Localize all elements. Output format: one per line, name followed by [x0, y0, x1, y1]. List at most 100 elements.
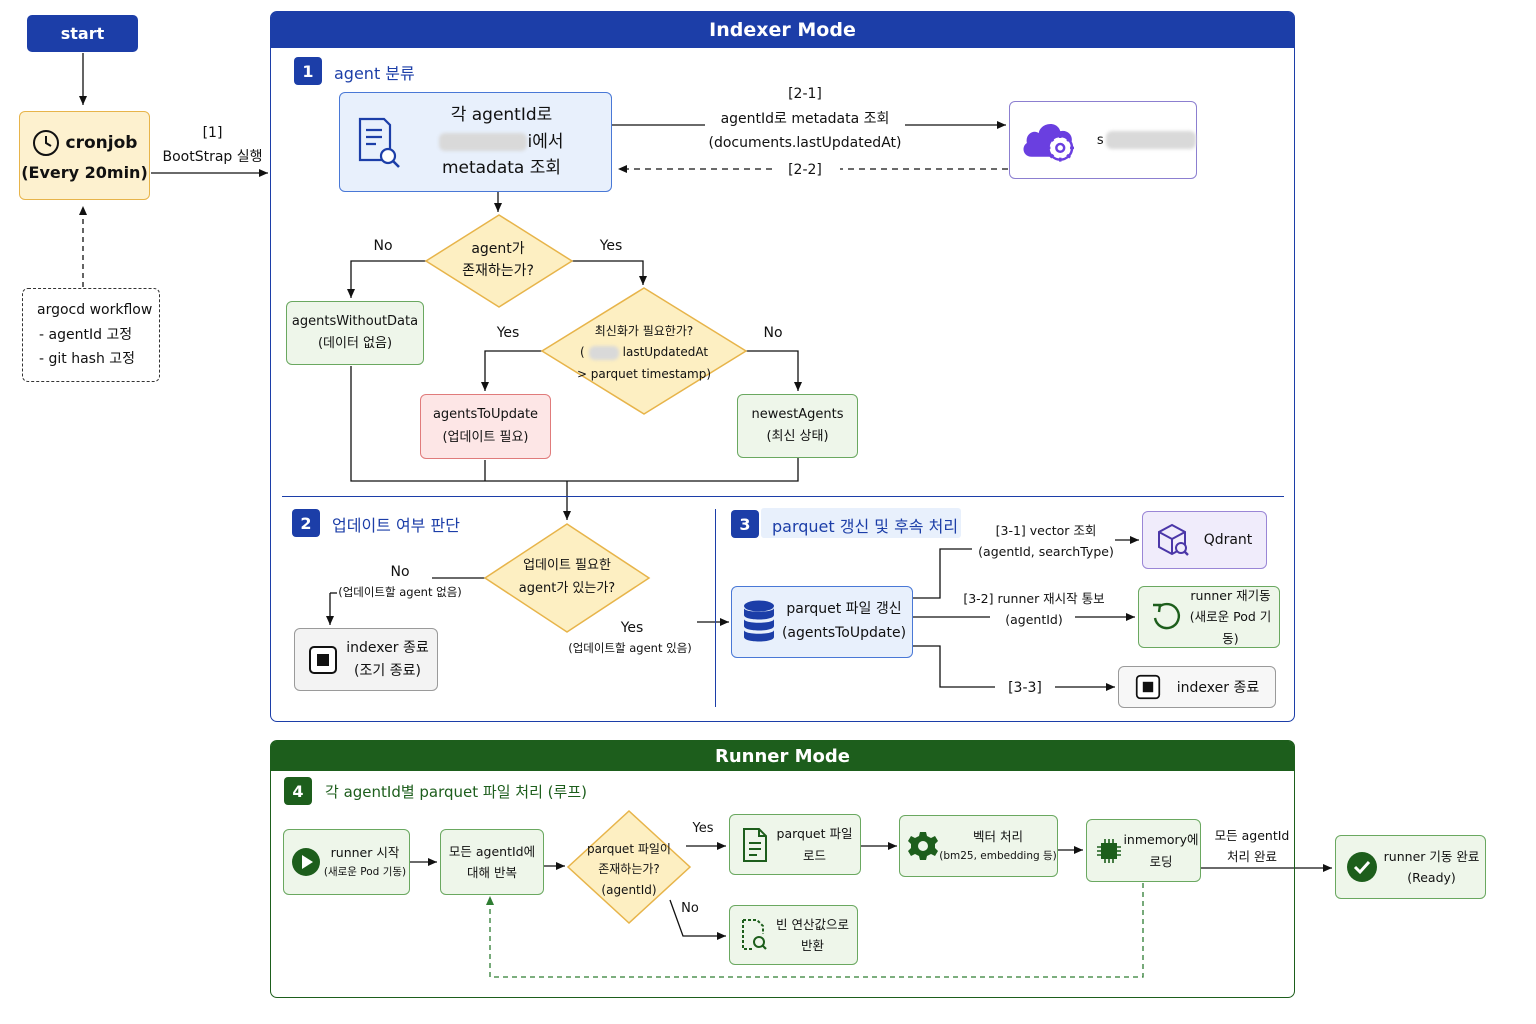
inmem-line2: 로딩 — [1149, 853, 1173, 869]
edge-3-1 — [913, 540, 1139, 599]
argocd-githash: - git hash 고정 — [39, 351, 136, 367]
decision-parquet-exists — [566, 809, 692, 925]
loop-node: 모든 agentId에 대해 반복 — [440, 829, 544, 895]
runner-mode-header: Runner Mode — [271, 741, 1294, 771]
decision-any-update — [483, 523, 651, 633]
runner-restart-line1: runner 재기동 — [1190, 588, 1271, 604]
d3-line1: 업데이트 필요한 — [523, 558, 611, 573]
external-service-prefix: s — [1096, 132, 1104, 148]
d3-yes-note: (업데이트할 agent 있음) — [568, 641, 692, 655]
section-divider-h — [282, 496, 1284, 497]
bootstrap-tag: [1] — [202, 125, 223, 141]
d2-line3: > parquet timestamp) — [576, 366, 712, 381]
empty-line2: 반환 — [800, 938, 824, 953]
section-divider-v — [715, 509, 716, 707]
qdrant-label: Qdrant — [1203, 532, 1253, 548]
edge-loop-back — [486, 883, 1144, 978]
edge-3-3 — [913, 645, 1115, 687]
d3-no-note: (업데이트할 agent 없음) — [338, 585, 462, 599]
d3-no-label: No — [390, 564, 410, 580]
document-icon — [743, 827, 767, 862]
redacted-source — [439, 132, 528, 151]
redacted-field — [588, 345, 619, 360]
d1-line2: 존재하는가? — [462, 263, 534, 280]
edge-d4-no — [669, 899, 726, 940]
d2-yes-label: Yes — [496, 325, 520, 341]
chip-icon — [1097, 838, 1121, 863]
runner-start-node: runner 시작 (새로운 Pod 기동) — [283, 829, 410, 895]
decision-needs-refresh — [540, 287, 748, 415]
loop-line2: 대해 반복 — [467, 865, 517, 880]
check-circle-icon — [1347, 852, 1377, 882]
d4-yes-label: Yes — [692, 821, 714, 836]
d1-yes-label: Yes — [599, 238, 623, 254]
fetch-line3: metadata 조회 — [441, 158, 562, 179]
d4-line2: 존재하는가? — [598, 862, 660, 877]
d2-line2-open: ( — [579, 345, 585, 360]
agents-without-data-node: agentsWithoutData (데이터 없음) — [286, 301, 424, 365]
e31-line2: (agentId, searchType) — [978, 544, 1114, 560]
d4-line3: (agentId) — [601, 882, 657, 897]
d4-no-label: No — [681, 901, 699, 916]
newest-line1: newestAgents — [751, 406, 844, 422]
bootstrap-label: [1] BootStrap 실행 — [160, 122, 265, 170]
early-exit-line2: (조기 종료) — [354, 662, 421, 679]
cronjob-schedule: (Every 20min) — [21, 163, 148, 182]
agents-to-update-node: agentsToUpdate (업데이트 필요) — [420, 394, 551, 459]
vector-line1: 벡터 처리 — [973, 829, 1023, 845]
external-service-node: s — [1009, 101, 1197, 179]
clock-icon — [32, 130, 59, 156]
runner-mode-title: Runner Mode — [714, 745, 851, 767]
load-parquet-node: parquet 파일 로드 — [729, 814, 861, 875]
edge-2-1-label: [2-1] agentId로 metadata 조회 (documents.la… — [700, 82, 910, 156]
database-icon — [744, 600, 774, 642]
runner-ready-node: runner 기동 완료 (Ready) — [1335, 835, 1486, 899]
parquet-update-node: parquet 파일 갱신 (agentsToUpdate) — [731, 586, 913, 658]
d4-line1: parquet 파일이 — [587, 842, 671, 856]
runner-restart-node: runner 재기동 (새로운 Pod 기동) — [1138, 586, 1280, 648]
edge-3-1-label: [3-1] vector 조회 (agentId, searchType) — [972, 520, 1120, 563]
ready-line1: runner 기동 완료 — [1383, 848, 1480, 864]
cronjob-title: cronjob — [65, 133, 138, 153]
restart-icon — [1153, 602, 1180, 630]
decision-parquet-exists-text: parquet 파일이 존재하는가? (agentId) — [584, 839, 674, 900]
d3-line2: agent가 있는가? — [518, 580, 616, 596]
all-done-line1: 모든 agentId — [1214, 828, 1290, 843]
gear-icon — [908, 832, 938, 860]
cronjob-node: cronjob (Every 20min) — [19, 111, 150, 200]
fetch-line1: 각 agentId로 — [450, 105, 553, 126]
edge-merge — [350, 366, 799, 520]
bootstrap-text: BootStrap 실행 — [162, 148, 263, 165]
edge-d2-yes — [481, 350, 543, 391]
argocd-title: argocd workflow — [37, 302, 153, 318]
section-3-badge: 3 — [731, 510, 759, 538]
without-line1: agentsWithoutData — [291, 313, 419, 329]
runner-start-line2: (새로운 Pod 기동) — [323, 865, 407, 878]
edge-2-1-detail: (documents.lastUpdatedAt) — [708, 135, 902, 151]
start-node: start — [27, 15, 138, 52]
early-exit-node: indexer 종료 (조기 종료) — [294, 628, 438, 691]
section-2-title: 업데이트 여부 판단 — [332, 516, 460, 535]
section-1-title: agent 분류 — [334, 64, 415, 83]
edge-d1-no — [347, 260, 426, 298]
early-exit-line1: indexer 종료 — [346, 640, 429, 657]
section-2-badge: 2 — [292, 509, 320, 537]
decision-agent-exists — [424, 214, 574, 308]
edge-3-2-label: [3-2] runner 재시작 통보 (agentId) — [955, 588, 1113, 631]
edge-d3-no — [330, 577, 485, 625]
all-done-line2: 처리 완료 — [1227, 849, 1277, 865]
load-line2: 로드 — [802, 847, 826, 863]
fetch-line2: i에서 — [527, 131, 564, 152]
runner-mode-panel: Runner Mode — [270, 740, 1295, 998]
fetch-metadata-node: 각 agentId로 i에서 metadata 조회 — [339, 92, 612, 192]
d2-no-label: No — [763, 325, 783, 341]
section-3-title-bg — [761, 508, 961, 538]
decision-agent-exists-text: agent가 존재하는가? — [448, 238, 548, 283]
section-1-badge: 1 — [294, 57, 322, 85]
to-update-line1: agentsToUpdate — [432, 407, 539, 423]
indexer-mode-panel: Indexer Mode — [270, 11, 1295, 722]
newest-agents-node: newestAgents (최신 상태) — [737, 394, 858, 458]
stop-icon — [1135, 674, 1161, 700]
edge-d2-no — [745, 350, 802, 391]
